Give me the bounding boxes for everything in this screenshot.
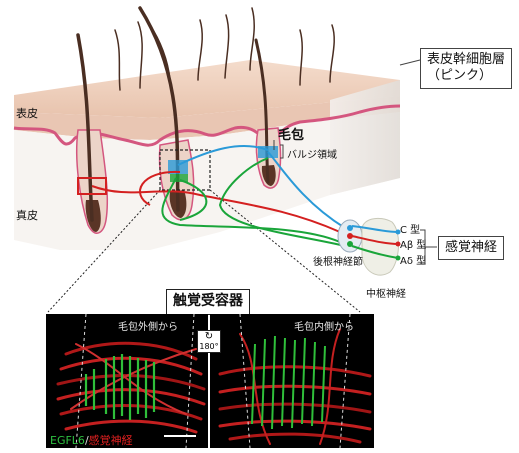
micrograph-outer-image [56, 314, 206, 448]
legend-separator: / [84, 434, 89, 447]
callout-stem-cell-layer: 表皮幹細胞層 （ピンク） [420, 48, 513, 89]
magnification-box [159, 149, 211, 191]
nerve-red [91, 185, 341, 233]
legend-egfl6: EGFL6 [50, 434, 85, 447]
nerve-green-2 [218, 157, 346, 247]
title-touch-receptor: 触覚受容器 [166, 289, 250, 315]
hair-follicle-left [75, 129, 109, 234]
micrograph-inner-image [218, 314, 372, 448]
legend-sensory-nerve: 感覚神経 [88, 434, 133, 447]
nerve-green [161, 177, 341, 243]
skin-block-side [330, 80, 400, 195]
label-fiber-abeta: Aβ 型 [400, 240, 427, 251]
epidermis-front [14, 96, 400, 140]
label-bulge-region: バルジ領域 [287, 150, 337, 161]
label-fiber-c: C 型 [400, 225, 421, 236]
pink-stem-cell-layer [13, 104, 401, 147]
micrograph-inner: 毛包内側から [210, 314, 374, 448]
nerve-cuff-left [77, 177, 107, 195]
legend: EGFL6/感覚神経 [50, 432, 133, 448]
nerve-blue [267, 151, 346, 229]
hair-shafts [76, 6, 335, 222]
rotation-label: 180° [199, 342, 219, 351]
nerve-fibers [91, 144, 346, 247]
rotation-indicator: ↻ 180° [197, 330, 221, 353]
central-nervous-system [361, 217, 399, 276]
cns-fibers [351, 225, 399, 259]
rotate-icon: ↻ [204, 331, 214, 342]
nerve-blue-2 [177, 144, 269, 166]
micrograph-outer: 毛包外側から EGFL6/感覚神経 [46, 314, 208, 448]
label-dermis: 真皮 [16, 209, 38, 222]
epidermis-top-surface [14, 60, 400, 118]
label-fiber-adelta: Aδ 型 [400, 256, 427, 267]
dermis-front [14, 112, 400, 250]
label-outer-view: 毛包外側から [118, 322, 178, 333]
label-epidermis: 表皮 [16, 107, 38, 120]
label-hair-follicle: 毛包 [278, 128, 305, 143]
label-cns: 中枢神経 [366, 289, 406, 300]
label-inner-view: 毛包内側から [294, 322, 354, 333]
label-dorsal-root-ganglion: 後根神経節 [313, 257, 363, 268]
callout-sensory-nerve: 感覚神経 [438, 236, 505, 261]
